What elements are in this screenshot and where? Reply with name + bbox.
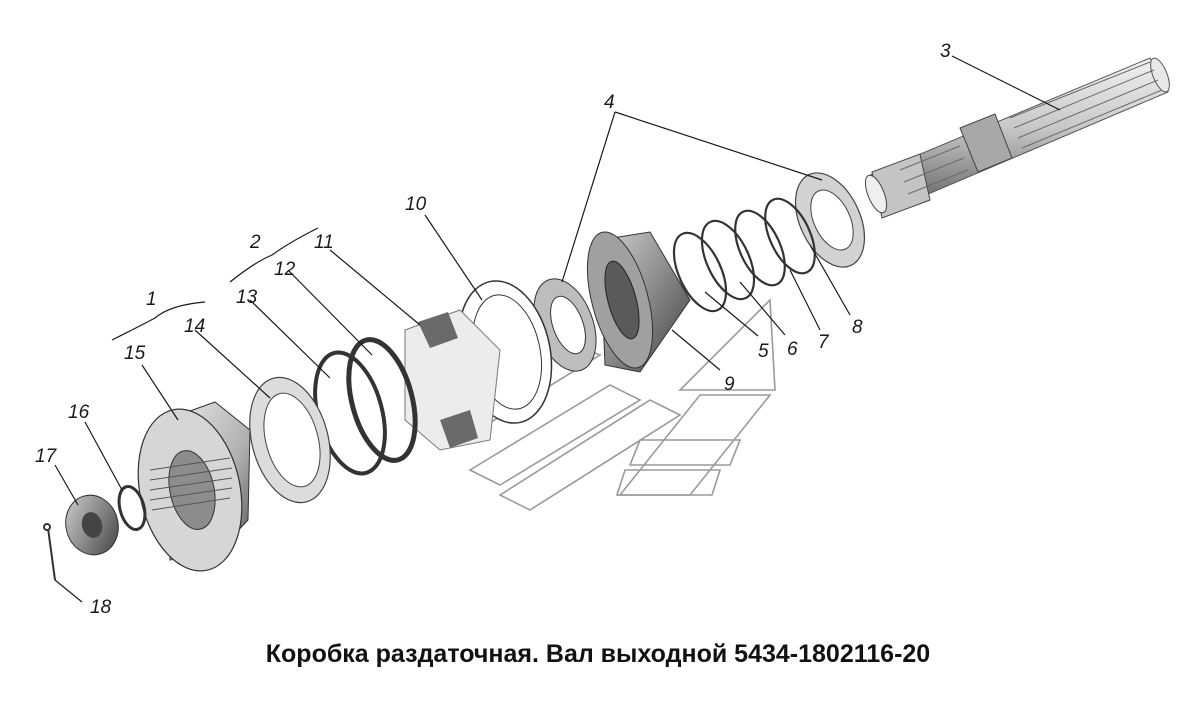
callout-14: 14 xyxy=(184,316,205,337)
callout-7: 7 xyxy=(818,332,830,353)
cover-part-11 xyxy=(404,309,501,451)
leader-lines xyxy=(54,55,1061,603)
callout-2: 2 xyxy=(249,232,261,253)
callout-11: 11 xyxy=(314,232,334,253)
callout-17: 17 xyxy=(35,446,58,467)
callout-18: 18 xyxy=(90,597,112,618)
rings-parts-5-7 xyxy=(672,197,816,313)
flange-part-15 xyxy=(137,401,251,572)
callout-16: 16 xyxy=(68,402,90,423)
callout-numbers: 1 2 3 4 5 6 7 8 9 10 11 12 13 14 15 16 1… xyxy=(35,41,951,618)
callout-3: 3 xyxy=(940,41,951,62)
callout-1: 1 xyxy=(146,289,157,310)
bearing-housing-part-9 xyxy=(586,231,691,373)
cotter-pin-part-18 xyxy=(43,523,56,581)
ring-part-16 xyxy=(117,485,147,531)
callout-5: 5 xyxy=(758,341,769,362)
washer-part-14 xyxy=(249,376,331,504)
callout-10: 10 xyxy=(405,194,427,215)
bearing-part-8 xyxy=(794,172,866,268)
output-shaft xyxy=(864,57,1170,219)
callout-4: 4 xyxy=(604,92,615,113)
nut-part-17 xyxy=(65,494,119,556)
callout-15: 15 xyxy=(124,343,146,364)
callout-6: 6 xyxy=(787,339,798,360)
callout-12: 12 xyxy=(274,259,296,280)
callout-13: 13 xyxy=(236,287,258,308)
callout-9: 9 xyxy=(724,374,735,395)
callout-8: 8 xyxy=(852,317,863,338)
diagram-title: Коробка раздаточная. Вал выходной 5434-1… xyxy=(265,640,931,668)
